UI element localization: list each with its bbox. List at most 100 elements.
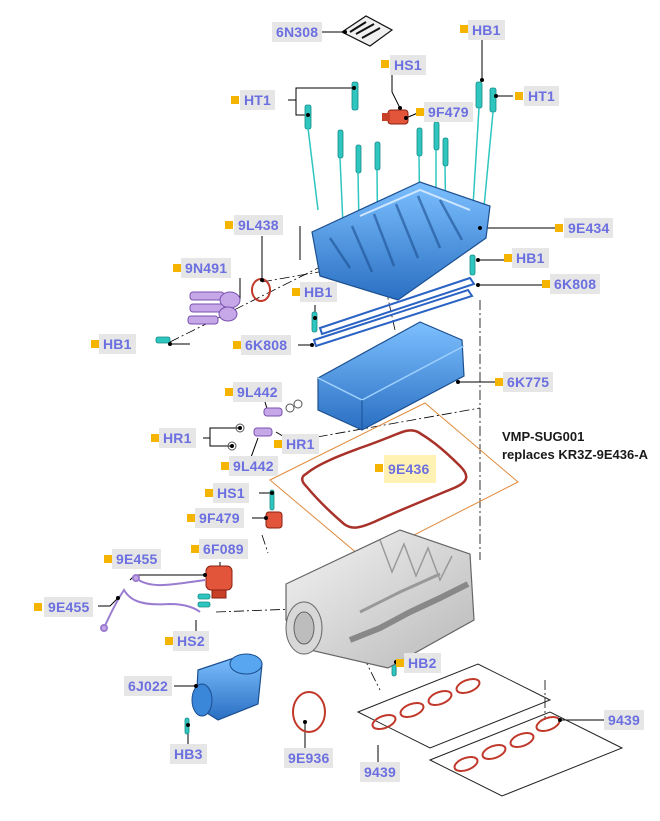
- callout-HR1-right[interactable]: HR1: [282, 434, 319, 454]
- part-number: 9F479: [199, 510, 240, 526]
- part-number: HB2: [408, 655, 437, 671]
- part-number: 9L438: [238, 217, 279, 233]
- part-9F479-sensor-mid: [265, 511, 283, 529]
- part-number: 6K808: [554, 276, 597, 292]
- callout-9L442-top[interactable]: 9L442: [233, 382, 282, 402]
- marker-icon: [205, 489, 213, 497]
- part-number: 6F089: [203, 541, 244, 557]
- part-number: 6J022: [128, 678, 168, 694]
- callout-9L438[interactable]: 9L438: [234, 215, 283, 235]
- marker-icon: [34, 603, 42, 611]
- callout-9F479-top[interactable]: 9F479: [424, 102, 473, 122]
- callout-6F089[interactable]: 6F089: [199, 539, 248, 559]
- part-number: HS1: [217, 485, 245, 501]
- callout-6K808-left[interactable]: 6K808: [241, 335, 292, 355]
- part-number: 6N308: [276, 24, 319, 40]
- callout-9E436-highlighted[interactable]: 9E436: [384, 455, 436, 483]
- callout-HT1-left[interactable]: HT1: [240, 90, 276, 110]
- callout-9E455-top[interactable]: 9E455: [112, 549, 162, 569]
- part-number: 9L442: [237, 384, 278, 400]
- callout-9F479-mid[interactable]: 9F479: [195, 508, 244, 528]
- marker-icon: [173, 264, 181, 272]
- part-number: HB1: [103, 336, 132, 352]
- marker-icon: [151, 434, 159, 442]
- part-number: HB1: [516, 250, 545, 266]
- part-number: 9439: [364, 764, 396, 780]
- part-9E455-hoses: [100, 574, 206, 632]
- supersession-note: VMP-SUG001 replaces KR3Z-9E436-A: [502, 428, 648, 464]
- part-9439-gaskets: [356, 663, 624, 797]
- part-number: HR1: [163, 430, 192, 446]
- part-6N308-plate: [340, 15, 394, 47]
- part-9N491-hose: [187, 291, 241, 325]
- part-number: 6K775: [507, 374, 550, 390]
- callout-9439-right[interactable]: 9439: [604, 710, 644, 730]
- part-9E436-gasket: [269, 402, 519, 561]
- note-line-1: VMP-SUG001: [502, 429, 585, 444]
- callout-9N491[interactable]: 9N491: [181, 258, 232, 278]
- callout-6J022[interactable]: 6J022: [124, 676, 172, 696]
- marker-icon: [495, 378, 503, 386]
- marker-icon: [225, 221, 233, 229]
- part-number: 9E436: [388, 461, 430, 477]
- part-number: 9E434: [568, 220, 610, 236]
- marker-icon: [375, 464, 383, 472]
- marker-icon: [504, 254, 512, 262]
- part-number: HB1: [472, 22, 501, 38]
- part-number: 9E455: [48, 599, 90, 615]
- part-number: 9F479: [428, 104, 469, 120]
- callout-9E936[interactable]: 9E936: [284, 748, 334, 768]
- part-number: 9L442: [233, 458, 274, 474]
- part-9E434-upper-intake: [311, 181, 491, 301]
- callout-HT1-right[interactable]: HT1: [524, 86, 560, 106]
- callout-HS2[interactable]: HS2: [173, 631, 209, 651]
- callout-HB1-mid[interactable]: HB1: [512, 248, 549, 268]
- callout-HB1-top[interactable]: HB1: [468, 20, 505, 40]
- callout-HB2[interactable]: HB2: [404, 653, 441, 673]
- callout-6K808-right[interactable]: 6K808: [550, 274, 601, 294]
- marker-icon: [165, 637, 173, 645]
- part-number: HS2: [177, 633, 205, 649]
- callout-HS1-top[interactable]: HS1: [390, 55, 426, 75]
- callout-9L442-bottom[interactable]: 9L442: [229, 456, 278, 476]
- marker-icon: [225, 388, 233, 396]
- callout-HB1-upper-left[interactable]: HB1: [300, 282, 337, 302]
- marker-icon: [542, 280, 550, 288]
- callout-HB3[interactable]: HB3: [170, 744, 207, 764]
- part-6K808-gaskets: [312, 276, 476, 348]
- lower-intake-manifold: [285, 529, 475, 669]
- part-number: HR1: [286, 436, 315, 452]
- part-number: 9N491: [185, 260, 228, 276]
- part-number: HT1: [528, 88, 556, 104]
- callout-9E434[interactable]: 9E434: [564, 218, 614, 238]
- callout-6K775[interactable]: 6K775: [503, 372, 554, 392]
- marker-icon: [191, 545, 199, 553]
- part-number: HT1: [244, 92, 272, 108]
- callout-HB1-left[interactable]: HB1: [99, 334, 136, 354]
- marker-icon: [221, 462, 229, 470]
- part-number: HB3: [174, 746, 203, 762]
- callout-9439-bottom[interactable]: 9439: [360, 762, 400, 782]
- part-6F089-valve: [205, 565, 233, 599]
- part-6J022-elbow: [191, 653, 263, 721]
- part-9L442-fittings: [227, 399, 303, 451]
- leader-lines: [98, 31, 605, 762]
- marker-icon: [381, 60, 389, 68]
- marker-icon: [396, 659, 404, 667]
- callout-9E455-left[interactable]: 9E455: [44, 597, 94, 617]
- marker-icon: [231, 96, 239, 104]
- callout-6N308[interactable]: 6N308: [272, 22, 323, 42]
- marker-icon: [104, 555, 112, 563]
- part-number: HS1: [394, 57, 422, 73]
- part-number: HB1: [304, 284, 333, 300]
- marker-icon: [555, 224, 563, 232]
- marker-icon: [233, 341, 241, 349]
- marker-icon: [460, 25, 468, 33]
- callout-HR1-left[interactable]: HR1: [159, 428, 196, 448]
- part-9F479-sensor-top: [382, 109, 409, 125]
- part-9L438-ring: [251, 278, 271, 302]
- callout-HS1-mid[interactable]: HS1: [213, 483, 249, 503]
- part-number: 9439: [608, 712, 640, 728]
- part-9E936-ring: [292, 691, 326, 733]
